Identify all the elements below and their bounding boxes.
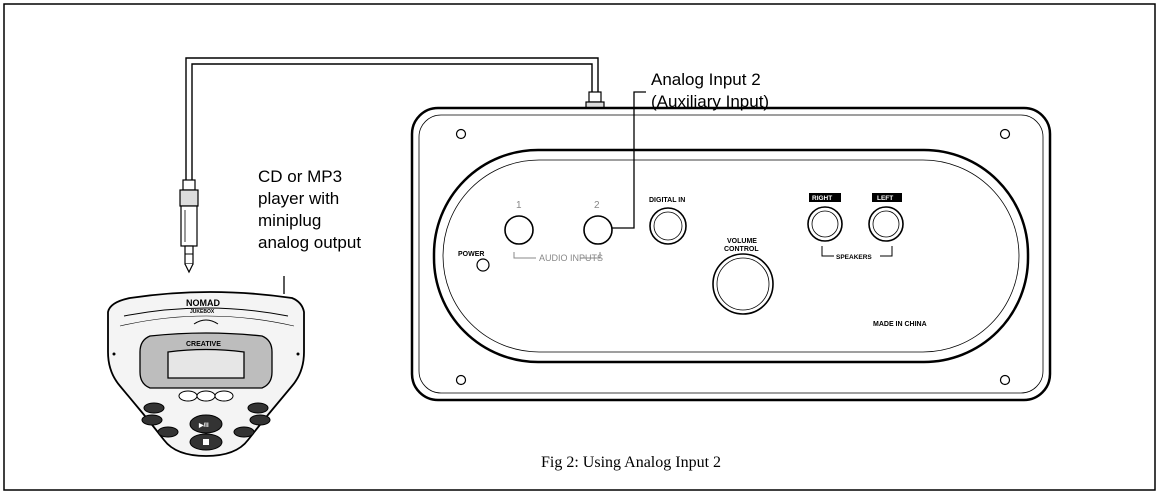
speaker-panel: POWER 1 2 AUDIO INPUTS DIGITAL IN VOLUME… xyxy=(410,106,1052,402)
play-pause-label: ▶/II xyxy=(198,422,209,429)
right-label-plate xyxy=(809,193,841,202)
analog-input-callout-line2: (Auxiliary Input) xyxy=(651,92,770,111)
player-brand-text: NOMAD xyxy=(186,298,220,308)
audio-inputs-text: AUDIO INPUTS xyxy=(539,253,603,263)
digital-in-text: DIGITAL IN xyxy=(649,197,685,204)
speaker-right-jack xyxy=(807,206,843,242)
power-text: POWER xyxy=(458,251,484,258)
screw-icon xyxy=(999,374,1011,386)
audio-input-1-number: 1 xyxy=(516,200,522,211)
player-callout: CD or MP3 player with miniplug analog ou… xyxy=(258,166,361,254)
speakers-text: SPEAKERS xyxy=(836,254,872,261)
digital-in-jack xyxy=(649,207,687,245)
player-miniplug xyxy=(179,179,199,274)
audio-inputs-bracket xyxy=(513,252,601,259)
left-text: LEFT xyxy=(877,195,893,202)
screw-icon xyxy=(999,128,1011,140)
play-pause-button xyxy=(189,414,223,434)
speakers-bracket xyxy=(821,246,893,257)
made-in-text: MADE IN CHINA xyxy=(873,321,927,328)
player-callout-line: analog output xyxy=(258,233,362,252)
player-maker-text: CREATIVE xyxy=(186,341,221,348)
player-callout-line: player with xyxy=(258,189,340,208)
screw-icon xyxy=(455,128,467,140)
player-callout-line: CD or MP3 xyxy=(258,167,343,186)
audio-input-2-number: 2 xyxy=(594,200,600,211)
control-text: CONTROL xyxy=(724,246,759,253)
figure-frame xyxy=(3,3,1156,491)
speaker-left-jack xyxy=(868,206,904,242)
analog-input-callout-line1: Analog Input 2 xyxy=(651,70,761,89)
figure-caption: Fig 2: Using Analog Input 2 xyxy=(541,454,722,471)
player-lcd-screen xyxy=(167,348,245,379)
nomad-jukebox-player: NOMAD JUKEBOX CREATIVE ▶/II xyxy=(107,291,305,457)
analog-input-leader-line xyxy=(612,91,646,229)
audio-input-2-jack xyxy=(583,215,613,245)
audio-input-1-jack xyxy=(504,215,534,245)
power-led xyxy=(476,258,490,272)
player-callout-line: miniplug xyxy=(258,211,322,230)
player-model-text: JUKEBOX xyxy=(190,309,215,315)
volume-control-knob xyxy=(712,253,774,315)
screw-icon xyxy=(455,374,467,386)
right-text: RIGHT xyxy=(812,195,832,202)
volume-text: VOLUME xyxy=(727,238,757,245)
left-label-plate xyxy=(872,193,902,202)
audio-cable xyxy=(185,57,599,180)
